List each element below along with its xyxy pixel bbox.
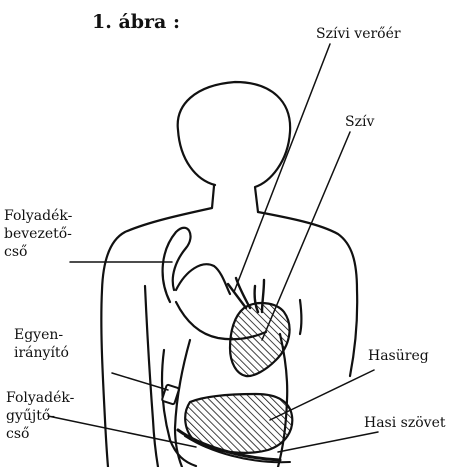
right-inner-arm	[300, 300, 302, 334]
label-abdominal-cavity: Hasüreg	[368, 347, 429, 365]
label-heart: Szív	[345, 113, 374, 131]
heart-shape	[230, 303, 290, 376]
label-aorta: Szívi verőér	[316, 25, 401, 43]
leader-tissue	[278, 432, 378, 452]
leader-valve	[112, 373, 168, 390]
leader-aorta	[234, 44, 330, 292]
label-outflow-tube: Folyadék- gyűjtő- cső	[6, 389, 74, 443]
label-abdominal-tissue: Hasi szövet	[364, 414, 445, 432]
left-flank	[175, 340, 190, 467]
left-inner-arm	[145, 286, 158, 467]
label-inflow-tube: Folyadék- bevezető- cső	[4, 207, 72, 261]
leader-lines	[48, 44, 378, 452]
leader-heart	[262, 132, 350, 340]
label-one-way-valve: Egyen- irányító	[14, 326, 69, 362]
leader-cavity	[270, 370, 374, 420]
figure-title: 1. ábra :	[92, 10, 180, 34]
